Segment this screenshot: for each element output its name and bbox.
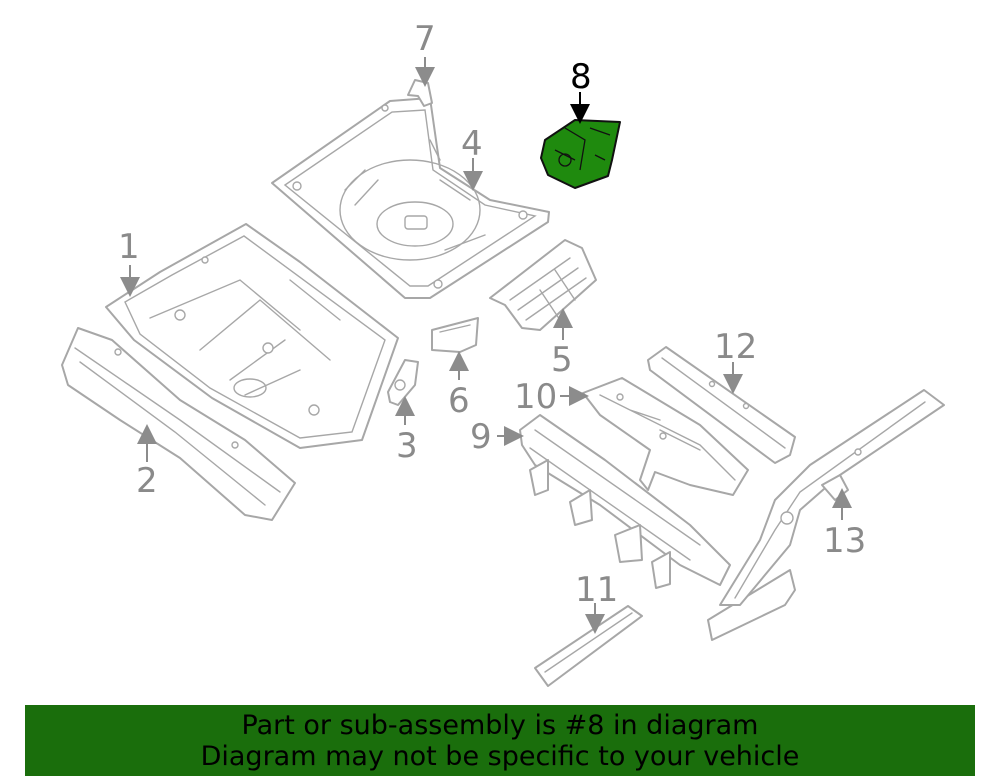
part-12-rail[interactable] xyxy=(647,346,796,464)
part-3-bracket[interactable] xyxy=(387,359,419,406)
callout-11: 11 xyxy=(575,570,618,610)
callout-10: 10 xyxy=(514,377,557,417)
part-1-center-floor-pan[interactable] xyxy=(105,223,399,449)
callout-6: 6 xyxy=(448,381,470,421)
part-4-rear-floor-pan[interactable] xyxy=(271,97,550,299)
parts-diagram: 1 2 3 4 5 6 7 8 9 10 11 12 13 xyxy=(61,19,945,687)
leader-arrows xyxy=(120,57,852,634)
callout-9: 9 xyxy=(470,417,492,457)
info-banner: Part or sub-assembly is #8 in diagram Di… xyxy=(25,705,975,776)
part-13-rear-side-member[interactable] xyxy=(707,389,945,641)
callout-8: 8 xyxy=(570,57,592,97)
callout-13: 13 xyxy=(823,521,866,561)
callout-12: 12 xyxy=(714,327,757,367)
part-9-long-member[interactable] xyxy=(519,414,731,589)
part-6-plate[interactable] xyxy=(431,317,479,353)
part-10-side-rail[interactable] xyxy=(582,377,749,496)
callout-4: 4 xyxy=(461,124,483,164)
callout-3: 3 xyxy=(396,426,418,466)
callout-7: 7 xyxy=(414,19,436,59)
banner-line-2: Diagram may not be specific to your vehi… xyxy=(200,741,800,772)
banner-line-1: Part or sub-assembly is #8 in diagram xyxy=(241,710,759,741)
part-2-cross-member[interactable] xyxy=(61,327,296,521)
part-5-extension-panel[interactable] xyxy=(489,239,597,331)
callout-2: 2 xyxy=(136,461,158,501)
callout-5: 5 xyxy=(551,340,573,380)
part-8-highlighted-bracket[interactable] xyxy=(540,119,621,189)
part-11-strip[interactable] xyxy=(534,605,643,687)
callout-1: 1 xyxy=(118,227,140,267)
